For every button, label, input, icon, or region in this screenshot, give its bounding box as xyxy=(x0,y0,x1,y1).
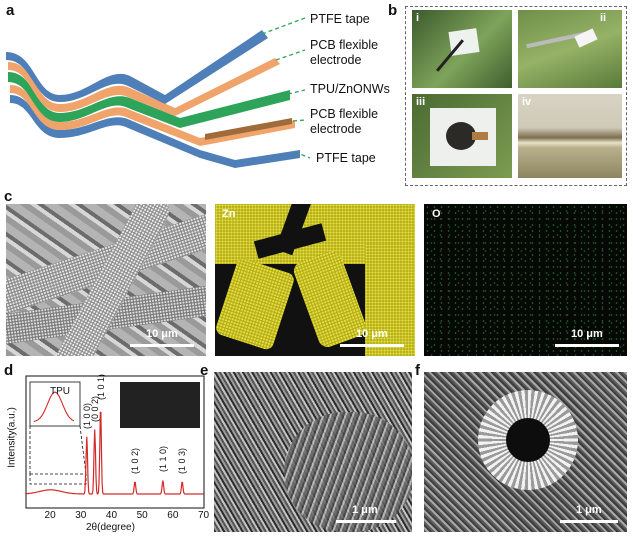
scale-text-c1: 10 μm xyxy=(146,328,178,340)
xrd-peak-label: (1 0 2) xyxy=(129,447,140,474)
xrd-x-tick: 60 xyxy=(167,510,179,521)
scale-bar-f xyxy=(560,520,618,523)
photo-ii xyxy=(518,10,622,88)
eds-zn-label: Zn xyxy=(222,208,236,220)
xrd-plot-frame xyxy=(25,375,205,509)
xrd-x-tick: 40 xyxy=(105,510,118,521)
xrd-zoom-box xyxy=(29,473,87,485)
layer-label-ptfe-bottom: PTFE tape xyxy=(316,151,376,165)
layer-stack-diagram xyxy=(6,17,311,168)
sem-cross-section-image xyxy=(424,372,627,532)
scale-bar-e xyxy=(336,520,396,523)
xrd-peak-label: (1 1 0) xyxy=(157,446,168,473)
photo-iv-label: iv xyxy=(522,96,532,108)
eds-o-map xyxy=(424,204,627,356)
xrd-sem-inset xyxy=(120,382,200,428)
eds-o-label: O xyxy=(432,208,441,220)
scale-bar-c1 xyxy=(130,344,194,347)
sem-fiber-image xyxy=(6,204,206,356)
xrd-x-tick: 70 xyxy=(198,510,210,521)
panel-b-frame xyxy=(405,6,627,186)
xrd-inset-frame xyxy=(29,381,81,427)
photo-iv xyxy=(518,94,622,178)
layer-label-pcb-bottom: PCB flexible electrode xyxy=(310,107,379,136)
scale-text-f: 1 μm xyxy=(576,504,602,516)
fiber-core xyxy=(506,418,550,462)
scale-text-c3: 10 μm xyxy=(571,328,603,340)
panel-a-label: a xyxy=(6,2,15,19)
photo-iii-label: iii xyxy=(416,96,426,108)
panel-d-label: d xyxy=(4,362,14,379)
photo-i xyxy=(412,10,512,88)
xrd-series-line xyxy=(25,411,204,495)
scale-bar-c3 xyxy=(555,344,619,347)
xrd-inset-label: TPU xyxy=(50,386,70,397)
photo-i-label: i xyxy=(416,12,420,24)
photo-iii xyxy=(412,94,512,178)
scale-text-e: 1 μm xyxy=(352,504,378,516)
xrd-x-tick: 30 xyxy=(75,510,87,521)
scale-bar-c2 xyxy=(340,344,404,347)
xrd-peak-label: (1 0 1) xyxy=(95,373,106,400)
xrd-x-tick: 50 xyxy=(136,510,148,521)
panel-b-label: b xyxy=(388,2,398,19)
xrd-peak-label: (1 0 3) xyxy=(177,447,188,474)
panel-f-label: f xyxy=(415,362,420,379)
layer-label-ptfe-top: PTFE tape xyxy=(310,12,370,26)
layer-label-pcb-top: PCB flexible electrode xyxy=(310,38,379,67)
layer-label-tpu: TPU/ZnONWs xyxy=(310,82,390,96)
xrd-x-label: 2θ(degree) xyxy=(86,522,135,533)
scale-text-c2: 10 μm xyxy=(356,328,388,340)
sem-nanowire-image xyxy=(214,372,412,532)
photo-ii-label: ii xyxy=(600,12,607,24)
panel-c-label: c xyxy=(4,188,13,205)
xrd-inset-series-line xyxy=(33,391,75,423)
xrd-zoom-line-right xyxy=(79,425,87,475)
xrd-chart xyxy=(25,375,205,509)
panel-e-label: e xyxy=(200,362,209,379)
xrd-y-label: Intensity(a.u.) xyxy=(6,407,18,468)
eds-zn-map xyxy=(215,204,415,356)
xrd-x-tick: 20 xyxy=(44,510,56,521)
